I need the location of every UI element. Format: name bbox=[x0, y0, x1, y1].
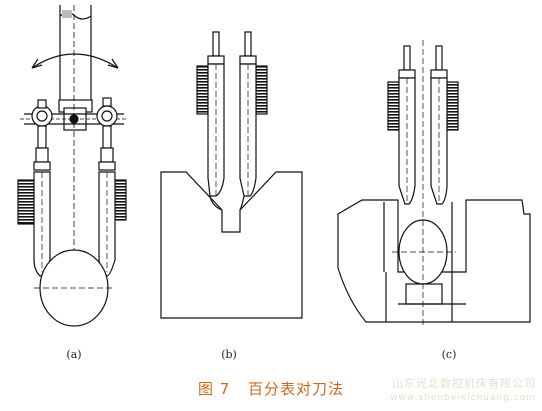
b-left-dial-indicator bbox=[196, 31, 225, 211]
fixture-body bbox=[337, 199, 531, 323]
c-right-dial-indicator bbox=[430, 45, 459, 205]
c-round-workpiece bbox=[392, 40, 456, 326]
c-left-dial-indicator bbox=[387, 45, 416, 205]
b-right-dial-indicator bbox=[239, 31, 268, 211]
diagram-a bbox=[17, 5, 128, 327]
watermark-company: 山东光北数控机床有限公司 bbox=[392, 377, 536, 390]
caption-number: 图 7 bbox=[197, 380, 231, 398]
v-block bbox=[160, 171, 303, 319]
right-dial-indicator bbox=[98, 147, 127, 277]
right-clamp bbox=[96, 97, 118, 149]
diagram-c bbox=[337, 40, 531, 326]
label-c: (c) bbox=[442, 348, 457, 361]
label-b: (b) bbox=[221, 348, 237, 361]
caption-title: 百分表对刀法 bbox=[248, 380, 345, 398]
left-dial-indicator bbox=[17, 147, 51, 277]
watermark-url: www.shenbeixichuang.com bbox=[390, 393, 536, 403]
figure-caption: 图 7 百分表对刀法 bbox=[0, 378, 542, 399]
diagram-b bbox=[160, 31, 303, 319]
rotation-arrow bbox=[31, 53, 119, 69]
left-clamp bbox=[31, 99, 53, 149]
figure-drawing: (a) (b) (c) bbox=[17, 5, 531, 361]
round-workpiece bbox=[34, 249, 114, 327]
label-a: (a) bbox=[66, 348, 81, 361]
